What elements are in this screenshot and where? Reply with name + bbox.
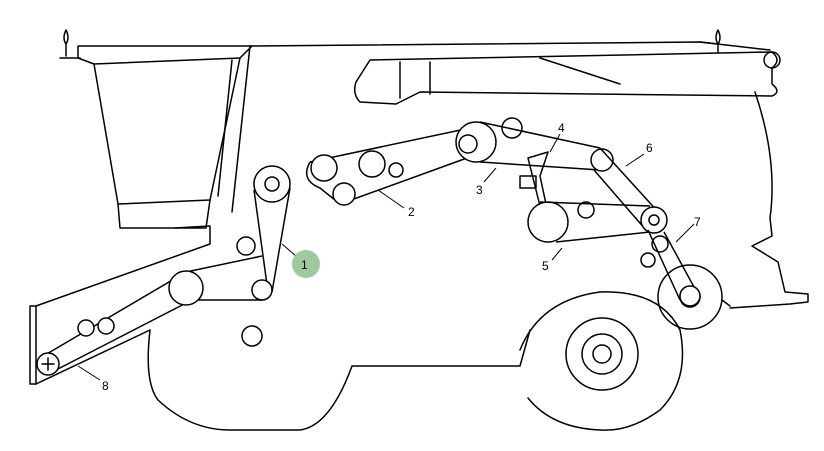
callout-label-4: 4 [558, 121, 565, 135]
belt-drive-2 [305, 127, 479, 206]
idler-pulley-lower [241, 325, 263, 347]
grain-tank [77, 45, 253, 229]
lower-frame [147, 329, 531, 431]
belt-drive-8 [36, 255, 263, 376]
callout-1-highlight [292, 250, 320, 278]
feeder-house [29, 225, 211, 385]
combine-body [231, 41, 809, 309]
belt-drive-7 [640, 229, 701, 307]
callout-leaders [77, 133, 695, 381]
callout-label-7: 7 [694, 215, 701, 229]
front-wheel [519, 291, 684, 431]
belt-drive-5 [527, 201, 651, 243]
left-light-icon [59, 29, 81, 59]
callout-label-6: 6 [646, 141, 653, 155]
belt-drive-1 [236, 165, 291, 301]
unloading-auger [353, 51, 781, 105]
callout-label-2: 2 [408, 205, 415, 219]
belt-drive-3 [455, 117, 601, 171]
callout-label-5: 5 [542, 259, 549, 273]
right-light-icon [715, 29, 721, 53]
belt-drive-6 [590, 147, 668, 234]
callout-label-1: 1 [301, 258, 308, 272]
callout-label-8: 8 [102, 379, 109, 393]
belt-tensioner-4 [519, 151, 549, 207]
callout-label-3: 3 [476, 183, 483, 197]
